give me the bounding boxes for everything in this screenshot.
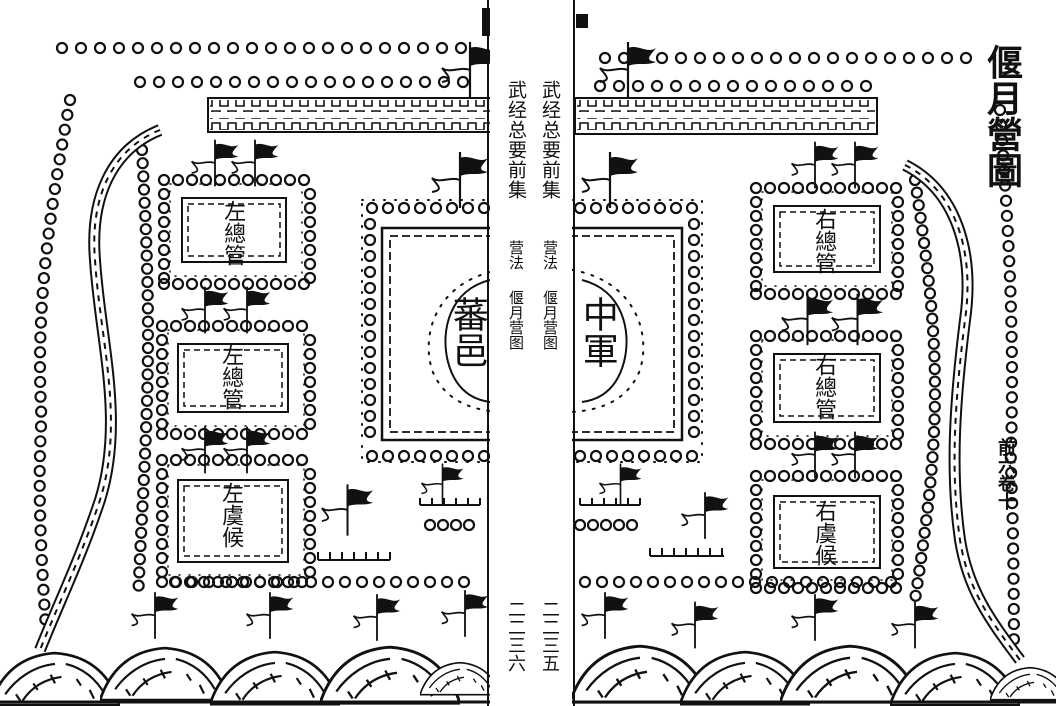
left-diagram-name: 偃月营图 — [507, 290, 525, 350]
top-circle-rows — [33, 41, 1021, 646]
top-wall-left — [207, 97, 494, 133]
right-section: 营法 — [541, 240, 559, 270]
camp-label-left-3: 左虞候 — [218, 482, 244, 548]
front-posts — [317, 498, 724, 561]
right-diagram-name: 偃月营图 — [541, 290, 559, 350]
camp-label-left-1: 左總管 — [220, 200, 246, 266]
camp-label-right-1: 右總管 — [811, 208, 837, 274]
diagram-title: 偃月營圖 — [981, 44, 1023, 188]
left-section: 营法 — [507, 240, 525, 270]
camp-label-left-2: 左總管 — [218, 344, 244, 410]
right-camps — [761, 191, 893, 581]
left-header: 武经总要前集 — [505, 80, 527, 200]
camp-label-right-3: 右虞候 — [811, 500, 837, 566]
camp-label-right-2: 右總管 — [811, 354, 837, 420]
top-wall-right — [574, 97, 878, 135]
right-page-number: 二二三五 — [539, 600, 560, 672]
book-gutter — [490, 0, 572, 706]
left-page-number: 二二三六 — [505, 600, 526, 672]
right-header: 武经总要前集 — [539, 80, 561, 200]
center-label-right: 中軍 — [576, 296, 618, 368]
volume-label: 前六卷十 — [995, 438, 1016, 510]
left-camps — [167, 183, 305, 576]
center-label-left: 蕃邑 — [446, 296, 488, 368]
